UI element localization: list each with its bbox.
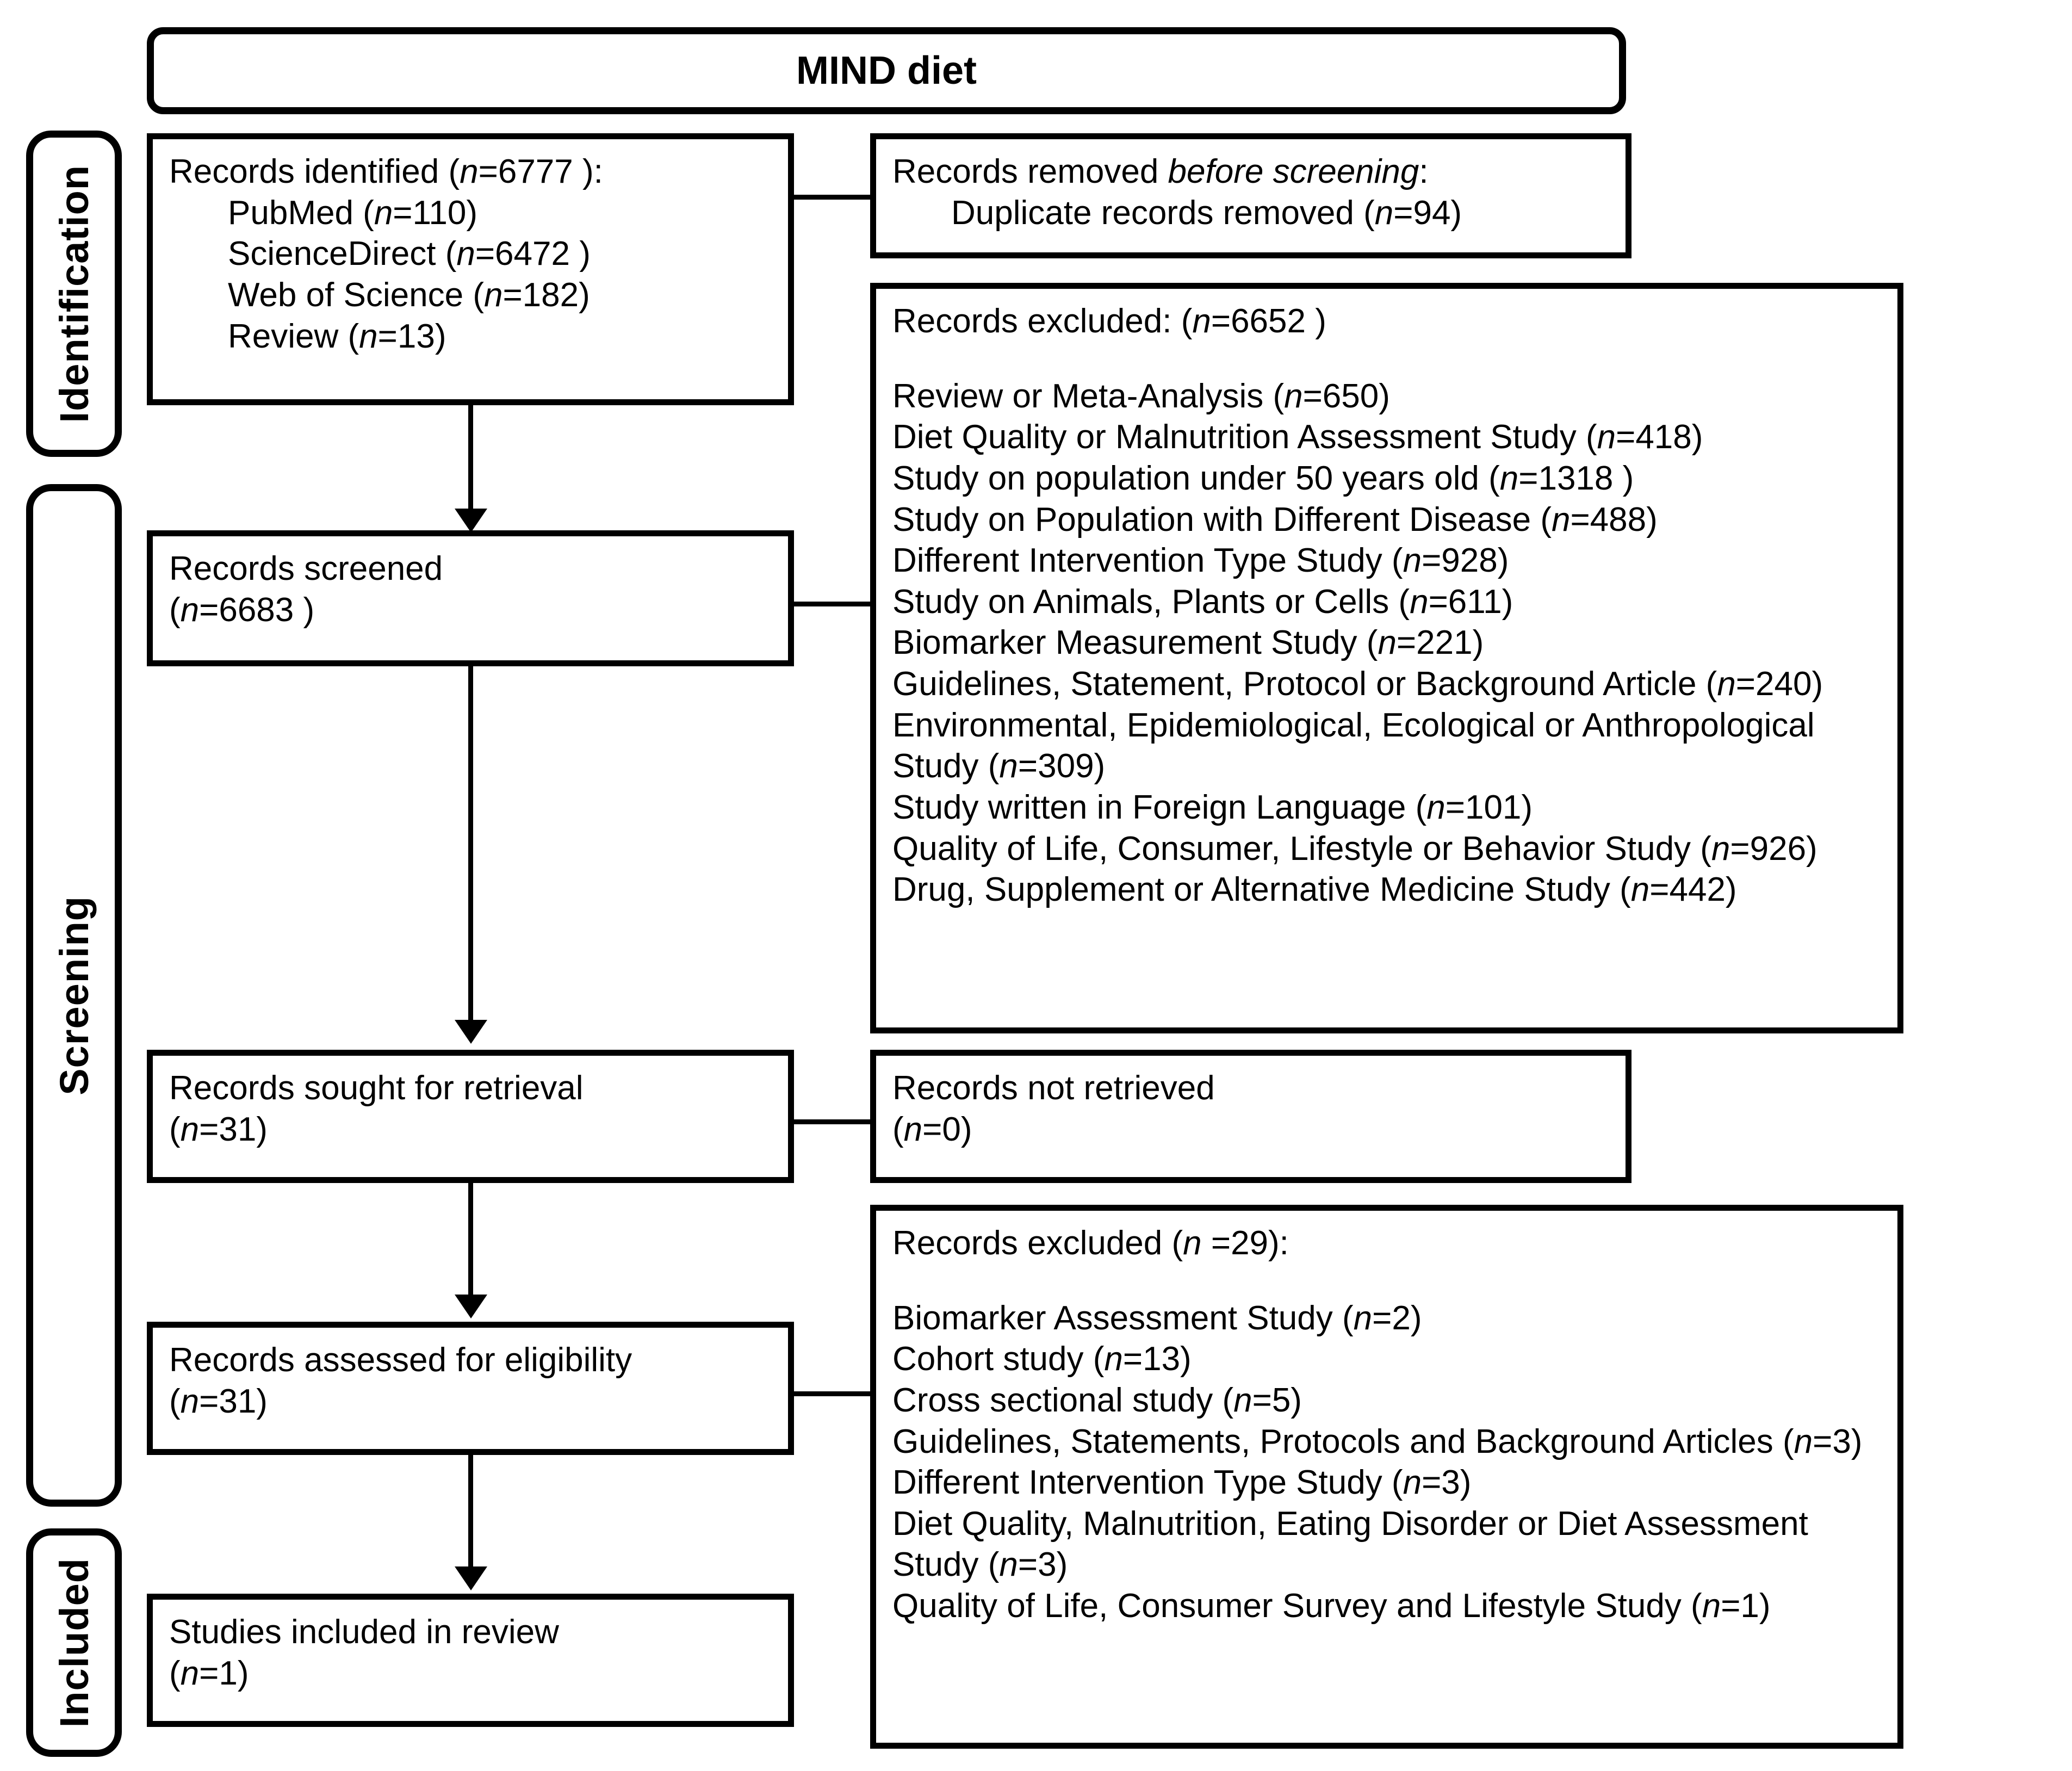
eligibility-exclusion-reason: Cross sectional study (n=5) [892, 1381, 1302, 1419]
exclusion-reason: Drug, Supplement or Alternative Medicine… [892, 871, 1737, 909]
eligibility-exclusion-reason: Diet Quality, Malnutrition, Eating Disor… [892, 1504, 1808, 1584]
records-removed-header: Records removed before screening: [892, 153, 1429, 190]
records-assessed-count: (n=31) [169, 1382, 268, 1420]
source-web-of-science: Web of Science (n=182) [228, 276, 590, 314]
exclusion-reason: Study on Population with Different Disea… [892, 500, 1658, 538]
connector-assessed-to-included [468, 1455, 473, 1572]
connector-sought-to-assessed [468, 1183, 473, 1300]
records-not-retrieved-box: Records not retrieved (n=0) [870, 1050, 1631, 1183]
arrow-screened-to-sought [455, 1020, 487, 1044]
source-review: Review (n=13) [228, 317, 446, 355]
arrow-assessed-to-included [455, 1566, 487, 1590]
records-excluded-screening-box: Records excluded: (n=6652 ) Review or Me… [870, 283, 1903, 1033]
records-not-retrieved-header: Records not retrieved [892, 1069, 1215, 1107]
page-title: MIND diet [796, 49, 977, 92]
eligibility-exclusion-reason: Cohort study (n=13) [892, 1340, 1192, 1378]
records-sought-for-retrieval-box: Records sought for retrieval (n=31) [147, 1050, 794, 1183]
phase-label-included: Included [51, 1557, 97, 1728]
records-excluded-eligibility-header: Records excluded (n =29): [892, 1224, 1289, 1262]
records-removed-before-screening-box: Records removed before screening: Duplic… [870, 133, 1631, 258]
eligibility-exclusion-reason: Guidelines, Statements, Protocols and Ba… [892, 1422, 1863, 1460]
phase-tab-included: Included [26, 1528, 122, 1757]
exclusion-reason: Biomarker Measurement Study (n=221) [892, 624, 1484, 662]
phase-label-identification: Identification [51, 164, 97, 423]
connector-assessed-to-excluded [794, 1391, 873, 1396]
connector-identified-to-removed [794, 195, 873, 200]
records-identified-box: Records identified (n=6777 ): PubMed (n=… [147, 133, 794, 405]
exclusion-reason: Environmental, Epidemiological, Ecologic… [892, 706, 1815, 785]
records-sought-count: (n=31) [169, 1110, 268, 1148]
spacer [892, 1264, 1883, 1298]
duplicate-records-removed: Duplicate records removed (n=94) [951, 194, 1462, 232]
records-screened-count: (n=6683 ) [169, 591, 315, 629]
studies-included-header: Studies included in review [169, 1613, 559, 1651]
exclusion-reason: Different Intervention Type Study (n=928… [892, 542, 1509, 580]
exclusion-reason: Study on population under 50 years old (… [892, 459, 1634, 497]
exclusion-reason: Guidelines, Statement, Protocol or Backg… [892, 665, 1823, 703]
source-pubmed: PubMed (n=110) [228, 194, 477, 232]
studies-included-count: (n=1) [169, 1654, 249, 1692]
exclusion-reason: Study on Animals, Plants or Cells (n=611… [892, 583, 1513, 621]
spacer [892, 342, 1883, 376]
eligibility-exclusion-reason: Quality of Life, Consumer Survey and Lif… [892, 1587, 1771, 1625]
studies-included-box: Studies included in review (n=1) [147, 1594, 794, 1727]
exclusion-reason: Review or Meta-Analysis (n=650) [892, 377, 1390, 415]
eligibility-exclusion-reason: Biomarker Assessment Study (n=2) [892, 1299, 1422, 1337]
exclusion-reason: Diet Quality or Malnutrition Assessment … [892, 418, 1703, 456]
connector-screened-to-excluded [794, 602, 873, 606]
records-sought-header: Records sought for retrieval [169, 1069, 584, 1107]
exclusion-reason: Study written in Foreign Language (n=101… [892, 788, 1533, 826]
source-sciencedirect: ScienceDirect (n=6472 ) [228, 235, 591, 273]
arrow-sought-to-assessed [455, 1295, 487, 1318]
eligibility-exclusion-reason: Different Intervention Type Study (n=3) [892, 1464, 1472, 1502]
exclusion-reason: Quality of Life, Consumer, Lifestyle or … [892, 829, 1817, 868]
phase-tab-identification: Identification [26, 131, 122, 457]
connector-screened-to-sought [468, 666, 473, 1025]
records-not-retrieved-count: (n=0) [892, 1110, 972, 1148]
phase-label-screening: Screening [51, 895, 97, 1095]
records-screened-header: Records screened [169, 550, 443, 587]
records-excluded-eligibility-box: Records excluded (n =29): Biomarker Asse… [870, 1205, 1903, 1749]
phase-tab-screening: Screening [26, 484, 122, 1507]
records-excluded-screening-header: Records excluded: (n=6652 ) [892, 302, 1326, 340]
connector-identified-to-screened [468, 405, 473, 514]
records-screened-box: Records screened (n=6683 ) [147, 530, 794, 666]
arrow-identified-to-screened [455, 509, 487, 532]
records-assessed-box: Records assessed for eligibility (n=31) [147, 1322, 794, 1455]
connector-sought-to-not-retrieved [794, 1119, 873, 1124]
records-assessed-header: Records assessed for eligibility [169, 1341, 632, 1379]
records-identified-header: Records identified (n=6777 ): [169, 153, 603, 190]
diagram-title-bar: MIND diet [147, 27, 1626, 114]
